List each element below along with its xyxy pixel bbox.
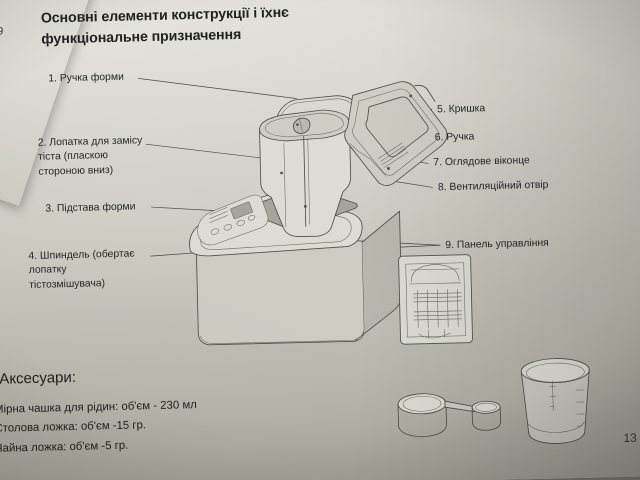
machine-body bbox=[189, 187, 402, 346]
accessory-item-teaspoon: Чайна ложка: об'єм -5 гр. bbox=[0, 439, 129, 455]
callout-3-pan-base: 3. Підстава форми bbox=[45, 201, 136, 215]
accessories-title: Аксесуари: bbox=[0, 368, 77, 388]
control-buttons bbox=[209, 207, 256, 235]
graduation-marks bbox=[549, 380, 585, 427]
callout-5-lid: 5. Кришка bbox=[436, 103, 486, 116]
accessory-item-measuring-cup: Мірна чашка для рідин: об'єм - 230 мл bbox=[0, 399, 197, 416]
vent-slots bbox=[378, 142, 409, 168]
measuring-spoons bbox=[397, 393, 501, 438]
callout-8-vent-opening: 8. Вентиляційний отвір bbox=[437, 179, 549, 194]
leader-lines bbox=[138, 78, 441, 295]
callout-1-bread-pan-handle: 1. Ручка форми bbox=[48, 71, 124, 85]
callout-4-spindle: 4. Шпиндель (обертає лопатку тістозмішув… bbox=[28, 248, 135, 291]
callout-6-handle: 6. Ручка bbox=[434, 131, 475, 144]
page-number-bottom-right: 13 bbox=[623, 430, 638, 446]
callout-9-control-panel: 9. Панель управління bbox=[445, 237, 549, 252]
callout-2-kneading-paddle: 2. Лопатка для замісу тіста (пласкою сто… bbox=[37, 135, 143, 178]
bread-pan bbox=[259, 95, 365, 238]
page-number-top-left: 9 bbox=[0, 25, 4, 38]
callout-7-viewing-window: 7. Оглядове віконце bbox=[433, 155, 530, 169]
measuring-cup bbox=[520, 358, 590, 445]
vent-detail-inset bbox=[398, 254, 473, 345]
section-heading: Основні елементи конструкції і їхнє функ… bbox=[40, 4, 290, 48]
machine-lid bbox=[344, 81, 448, 186]
accessory-item-tablespoon: Столова ложка: об'єм -15 гр. bbox=[0, 419, 147, 435]
